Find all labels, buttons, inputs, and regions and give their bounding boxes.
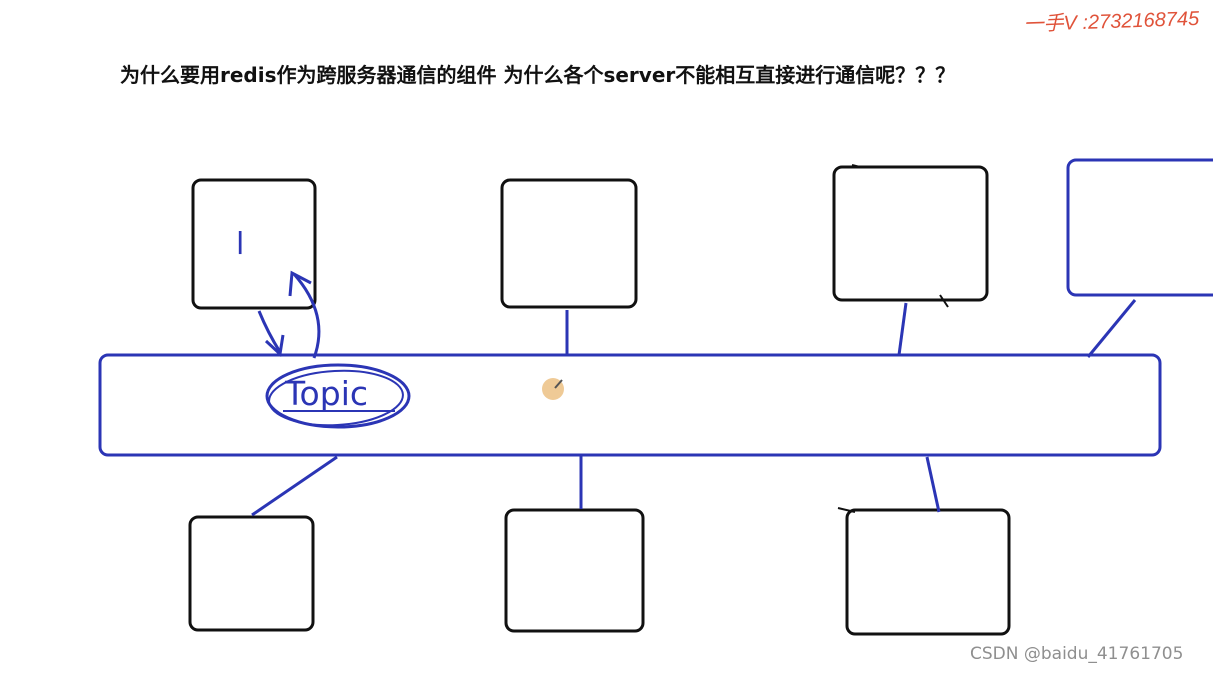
question-title: 为什么要用redis作为跨服务器通信的组件 为什么各个server不能相互直接进… xyxy=(120,63,956,87)
server-box-top-3 xyxy=(832,165,989,302)
server-box-top-1 xyxy=(191,178,317,310)
server-1-mark: l xyxy=(236,227,244,262)
server-box-top-2 xyxy=(500,178,638,309)
server-box-top-4 xyxy=(1066,158,1213,297)
tick-mark xyxy=(851,164,861,168)
publish-arrow xyxy=(257,310,282,353)
tick-mark xyxy=(939,294,949,308)
connector-top-4 xyxy=(1086,299,1137,358)
server-box-bottom-3 xyxy=(845,508,1011,636)
message-bus xyxy=(98,353,1162,457)
connector-bottom-3 xyxy=(925,456,941,513)
server-box-bottom-1 xyxy=(188,515,315,632)
pen-cursor-tip xyxy=(554,379,563,389)
connector-top-3 xyxy=(897,302,908,356)
topic-circle-stroke-2 xyxy=(268,369,404,427)
tick-mark xyxy=(837,507,856,513)
subscribe-arrow-head xyxy=(288,270,312,297)
topic-label: Topic xyxy=(284,374,368,413)
csdn-watermark: CSDN @baidu_41761705 xyxy=(970,644,1184,664)
connector-bottom-1 xyxy=(251,455,338,517)
server-box-bottom-2 xyxy=(504,508,645,633)
publish-arrow-head xyxy=(264,334,285,358)
topic-circle xyxy=(265,363,411,429)
subscribe-arrow xyxy=(292,273,321,359)
